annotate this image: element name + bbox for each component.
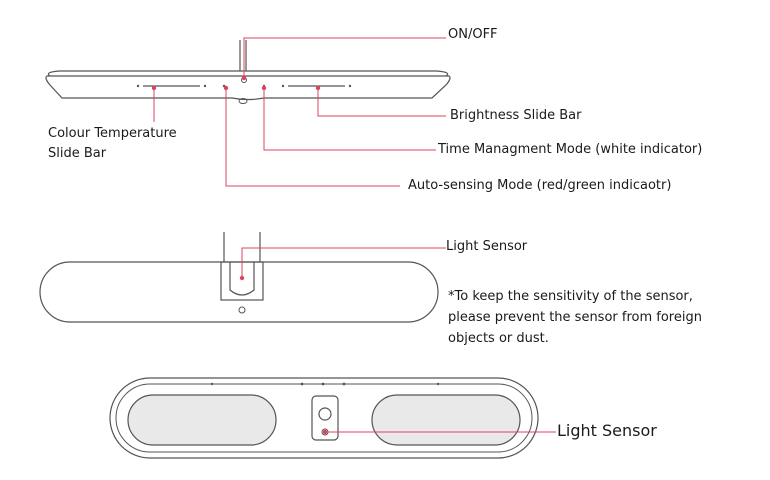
callout-light-sensor-top — [241, 247, 446, 278]
callout-brightness — [317, 88, 446, 117]
time-management-mode-label: Time Managment Mode (white indicator) — [438, 142, 703, 157]
middle-light-sensor — [238, 306, 246, 314]
light-sensor-label-top: Light Sensor — [446, 239, 528, 254]
auto-sensing-mode-label: Auto-sensing Mode (red/green indicaotr) — [408, 178, 672, 193]
note-line-2: please prevent the sensor from foreign — [448, 310, 702, 325]
callout-on-off — [243, 37, 446, 78]
note-line-1: *To keep the sensitivity of the sensor, — [448, 289, 693, 304]
callout-dot-light-sensor-top — [239, 275, 245, 281]
callout-dot-light-sensor-bottom — [322, 429, 328, 435]
note-line-3: objects or dust. — [448, 331, 549, 346]
brightness-slide-bar-label: Brightness Slide Bar — [450, 108, 582, 123]
callout-time-mode — [263, 88, 436, 151]
light-sensor-label-bottom: Light Sensor — [557, 421, 657, 440]
front-sensor — [238, 98, 248, 104]
callout-auto-sensing — [225, 88, 400, 187]
sensor-care-note: *To keep the sensitivity of the sensor, … — [448, 286, 702, 349]
front-callout-dots — [151, 75, 321, 91]
colour-temperature-label-line1: Colour Temperature — [48, 126, 177, 141]
on-off-label: ON/OFF — [448, 27, 498, 42]
colour-temperature-label-line2: Slide Bar — [48, 146, 107, 161]
lamp-bottom-view — [109, 377, 539, 459]
front-callouts — [153, 37, 446, 187]
lamp-front-view — [45, 40, 451, 101]
